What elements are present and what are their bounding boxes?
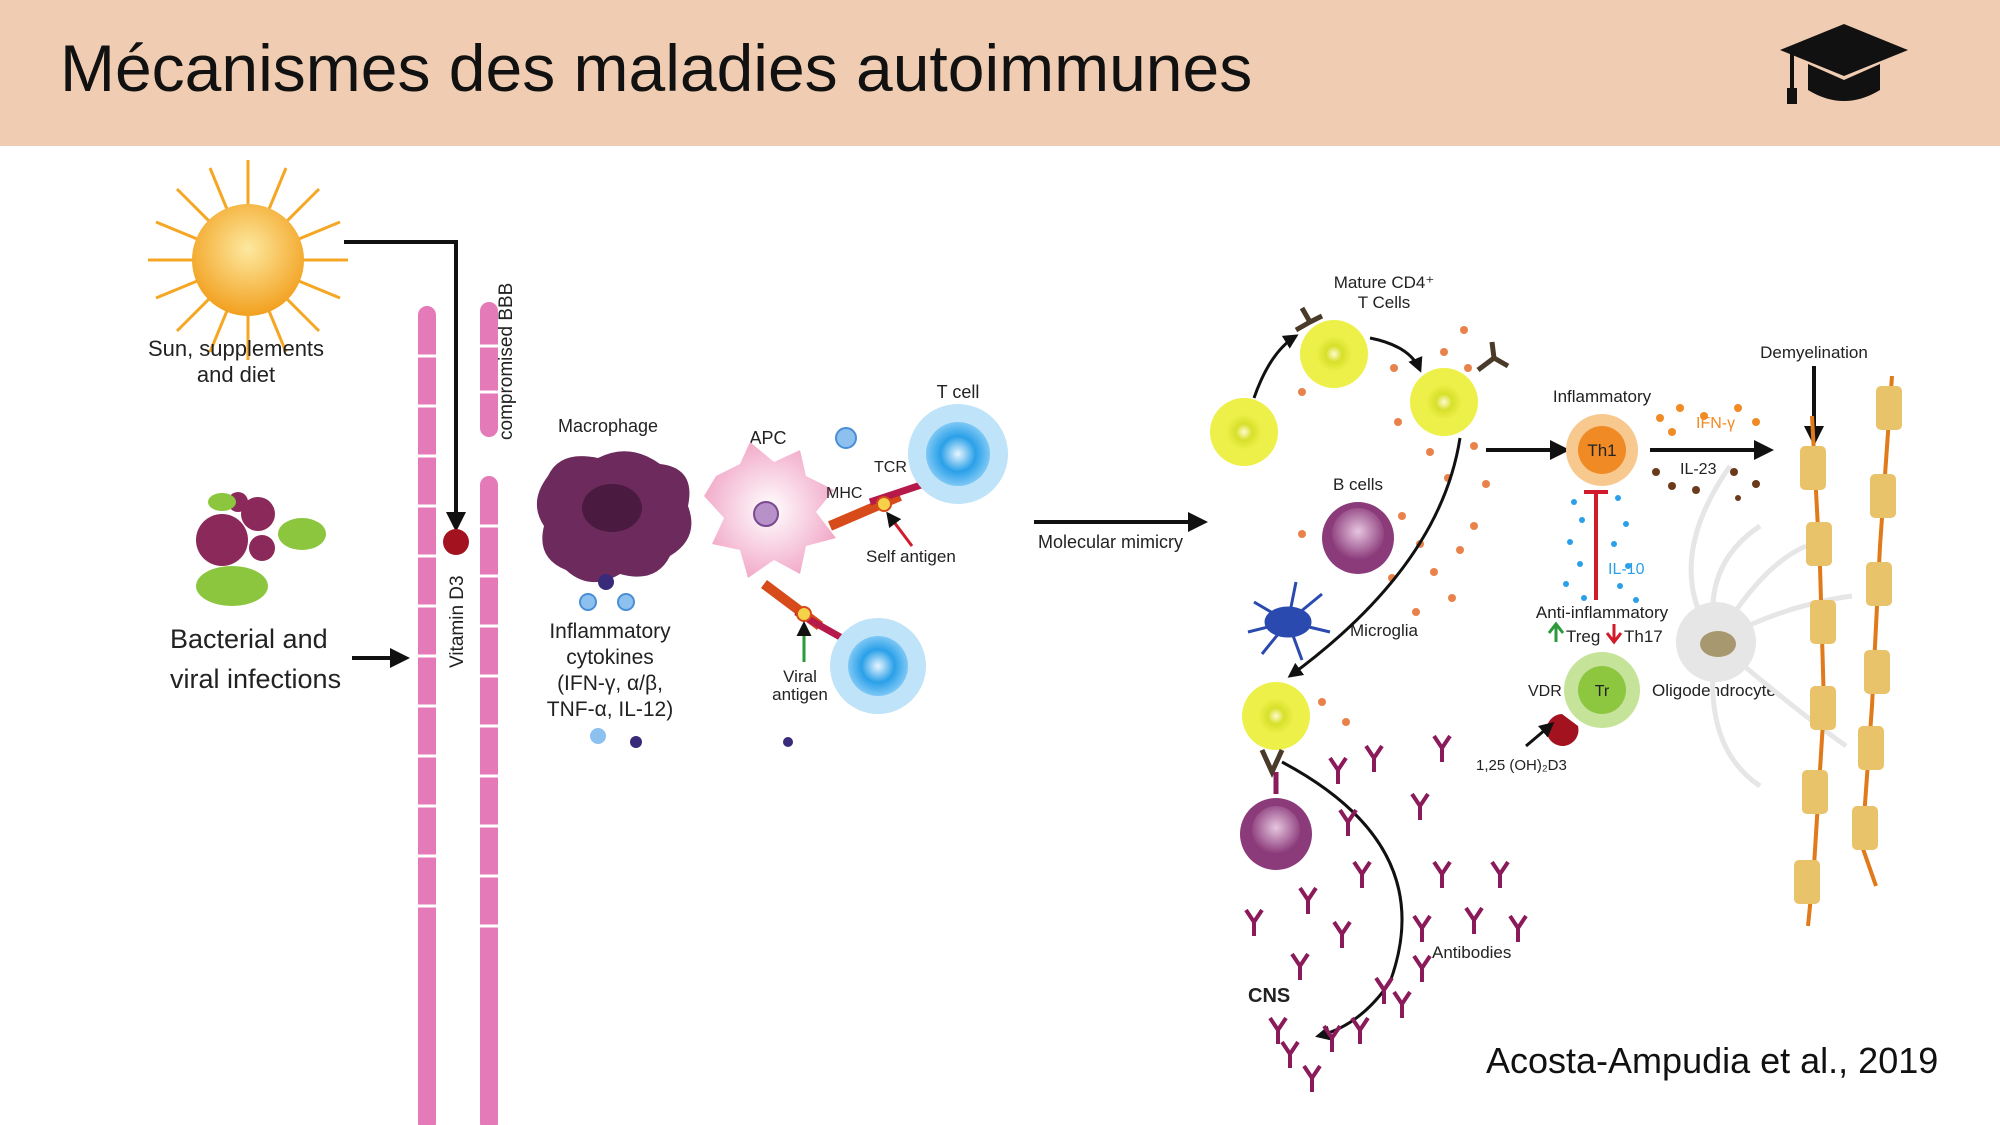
microbes-icon [196, 492, 326, 606]
vitamin-d3-dot [443, 529, 469, 555]
page-title: Mécanismes des maladies autoimmunes [60, 31, 1253, 105]
microglia-cell [1247, 581, 1331, 661]
orange-particles [1298, 326, 1490, 726]
self-antigen-label: Self antigen [866, 547, 956, 566]
t-cell-cns [1242, 682, 1310, 779]
cytokine-dots [579, 593, 793, 748]
t-cell-bottom [830, 618, 926, 714]
cytokines-label-1: Inflammatory [549, 620, 671, 643]
mhc-label: MHC [826, 485, 862, 502]
inflammatory-label: Inflammatory [1553, 387, 1652, 406]
viral-antigen-label-1: Viral [783, 667, 817, 686]
th1-cell [1566, 414, 1638, 486]
cytokine-dot-apc [835, 427, 857, 449]
ifn-gamma-label: IFN-γ [1696, 415, 1735, 432]
cd4-arrow-1 [1252, 334, 1299, 399]
vitamin-to-vdr-arrow [1525, 722, 1555, 748]
b-cells-label: B cells [1333, 475, 1383, 494]
mature-cd4-label-1: Mature CD4⁺ [1334, 273, 1435, 292]
th17-label: Th17 [1624, 627, 1663, 646]
treg-up-arrow [1547, 621, 1565, 642]
molecular-mimicry-label: Molecular mimicry [1038, 532, 1183, 552]
blood-vessel-wall-left [418, 306, 436, 1125]
axon-right [1852, 375, 1902, 887]
il23-particles [1652, 468, 1760, 501]
autoimmune-diagram: Sun, supplements and diet Bacterial and … [148, 160, 1902, 1125]
graduation-cap-icon [1780, 24, 1908, 104]
axon-left [1794, 415, 1836, 927]
ifn-particles [1656, 404, 1760, 436]
il23-label: IL-23 [1680, 461, 1717, 478]
cytokines-label-2: cytokines [566, 646, 654, 669]
cytokines-label-4: TNF-α, IL-12) [547, 698, 673, 721]
vitamin-form-label: 1,25 (OH)₂D3 [1476, 757, 1567, 774]
apc-label: APC [749, 428, 786, 448]
treg-label: Treg [1566, 627, 1600, 646]
cns-label: CNS [1248, 985, 1290, 1007]
th1-label: Th1 [1587, 441, 1616, 460]
mature-cd4-label-2: T Cells [1358, 293, 1411, 312]
tcr-label: TCR [874, 459, 907, 476]
header-bar: Mécanismes des maladies autoimmunes [0, 0, 2000, 146]
macrophage-cell [536, 451, 692, 590]
sun-to-vitamin-arrow [344, 240, 466, 532]
blood-vessel-wall-right [480, 302, 498, 1125]
b-cell [1322, 502, 1394, 574]
tr-cell [1564, 652, 1640, 728]
demyelination-label: Demyelination [1760, 343, 1868, 362]
citation: Acosta-Ampudia et al., 2019 [1486, 1040, 1939, 1081]
mhc-tcr-complex-bottom [761, 580, 844, 642]
vitamin-d3-label: Vitamin D3 [447, 575, 468, 668]
sun-icon [148, 160, 348, 360]
viral-antigen-label-2: antigen [772, 685, 828, 704]
cd4-to-cns-arrow [1287, 437, 1462, 678]
t-cell-label: T cell [937, 382, 980, 402]
infection-label-1: Bacterial and [170, 624, 328, 654]
bbb-label: compromised BBB [496, 283, 517, 440]
cd4-arrow-2 [1369, 336, 1423, 373]
il10-label: IL-10 [1608, 561, 1645, 578]
tr-label: Tr [1595, 683, 1610, 700]
vdr-label: VDR [1528, 683, 1562, 700]
infection-label-2: viral infections [170, 664, 341, 694]
anti-inflammatory-label: Anti-inflammatory [1536, 603, 1669, 622]
self-antigen-arrow [886, 511, 914, 547]
vdr-receptor [1546, 714, 1579, 746]
sun-label-2: and diet [197, 362, 275, 387]
b-cell-cns [1240, 772, 1312, 870]
macrophage-label: Macrophage [558, 416, 658, 436]
t-cell-top [908, 404, 1008, 504]
cd4-t-cells [1210, 306, 1510, 466]
antibodies-label: Antibodies [1432, 943, 1511, 962]
antibodies [1244, 734, 1528, 1092]
sun-label-1: Sun, supplements [148, 336, 324, 361]
apc-cell [704, 442, 836, 578]
il10-particles [1563, 495, 1639, 603]
microglia-label: Microglia [1350, 621, 1419, 640]
cytokines-label-3: (IFN-γ, α/β, [557, 672, 663, 695]
th17-down-arrow [1605, 624, 1623, 645]
oligodendrocyte-cell [1676, 464, 1853, 789]
